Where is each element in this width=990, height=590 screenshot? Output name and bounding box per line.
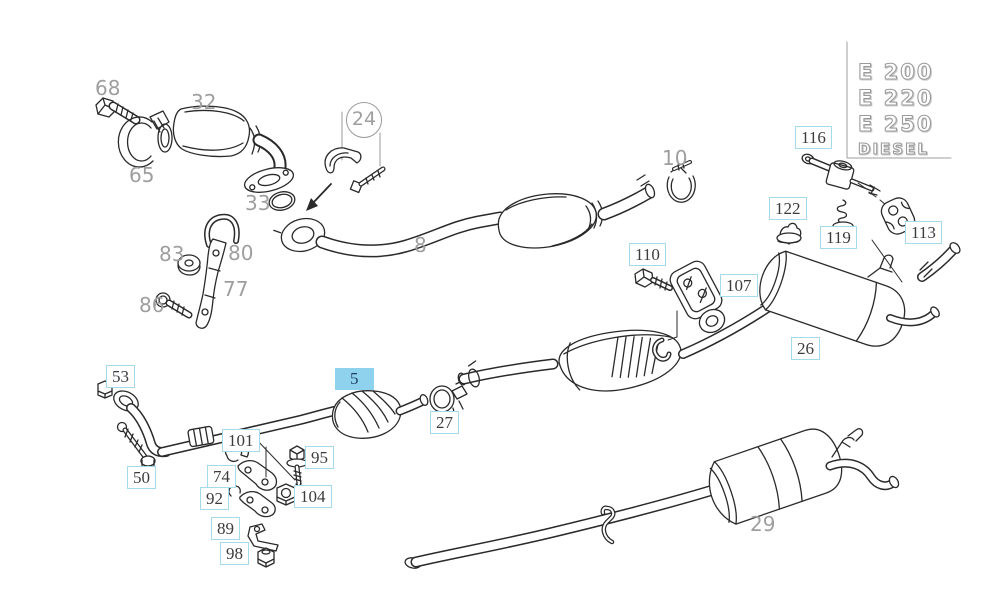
callout-116[interactable]: 116 <box>795 126 832 149</box>
part-83-washer-mount <box>177 254 201 276</box>
part-95-bolt <box>286 445 308 489</box>
callout-68: 68 <box>95 76 121 100</box>
callout-10: 10 <box>662 146 688 170</box>
callout-122[interactable]: 122 <box>769 197 807 220</box>
badge-panel-frame <box>846 41 952 159</box>
part-26-rear-muffler <box>759 239 961 347</box>
part-5-catalytic-converter <box>331 390 429 439</box>
callout-32: 32 <box>191 90 217 114</box>
callout-89[interactable]: 89 <box>211 517 240 540</box>
callout-104[interactable]: 104 <box>294 485 332 508</box>
callout-24: 24 <box>346 102 382 138</box>
badge-e250: E 250 <box>858 112 934 136</box>
part-8-front-pipe <box>273 174 656 258</box>
callout-27[interactable]: 27 <box>430 411 459 434</box>
callout-24-clamp-kit <box>306 111 386 211</box>
callout-113[interactable]: 113 <box>905 221 942 244</box>
callout-83: 83 <box>159 242 185 266</box>
callout-33: 33 <box>245 191 271 215</box>
callout-29: 29 <box>750 512 776 536</box>
part-98-nut <box>257 547 275 568</box>
model-badges: E 200 E 220 E 250 DIESEL <box>857 59 934 158</box>
badge-diesel: DIESEL <box>858 140 929 158</box>
callout-101[interactable]: 101 <box>222 429 260 452</box>
part-122-grommet <box>776 222 802 245</box>
callout-8: 8 <box>414 233 427 257</box>
badge-e200: E 200 <box>858 60 934 84</box>
part-center-muffler <box>457 300 777 392</box>
callout-65: 65 <box>129 163 155 187</box>
part-74-clamp-bracket <box>224 442 278 491</box>
part-33-seal-ring <box>268 191 296 211</box>
part-104-nut <box>276 483 296 506</box>
callout-92[interactable]: 92 <box>200 487 229 510</box>
part-92-bracket-arm <box>228 485 276 518</box>
part-68-bolt <box>95 97 141 125</box>
part-101-rubber-buffer <box>187 425 215 448</box>
leader-lines-95 <box>255 438 296 481</box>
callout-53[interactable]: 53 <box>106 365 135 388</box>
callout-98[interactable]: 98 <box>220 542 249 565</box>
callout-80: 80 <box>228 241 254 265</box>
callout-110[interactable]: 110 <box>629 243 666 266</box>
callout-95[interactable]: 95 <box>305 446 334 469</box>
part-110-bolt <box>634 268 673 291</box>
callout-5-selected[interactable]: 5 <box>335 368 374 390</box>
callout-86: 86 <box>139 293 165 317</box>
callout-107[interactable]: 107 <box>720 274 758 297</box>
callout-50[interactable]: 50 <box>127 466 156 489</box>
callout-26[interactable]: 26 <box>791 337 820 360</box>
part-89-bracket <box>247 523 279 552</box>
part-116-exhaust-bracket <box>801 153 887 206</box>
callout-74[interactable]: 74 <box>207 465 236 488</box>
part-27-clamp <box>429 379 468 417</box>
part-29-rear-silencer <box>404 428 900 569</box>
part-107-mounting-bracket <box>669 260 726 334</box>
part-77-support-strap <box>195 238 227 329</box>
part-32-front-catalytic-converter <box>157 105 295 193</box>
callout-77: 77 <box>223 277 249 301</box>
callout-119[interactable]: 119 <box>820 226 857 249</box>
part-10-clamp <box>666 160 696 203</box>
part-80-u-hook <box>204 213 240 248</box>
badge-e220: E 220 <box>858 86 934 110</box>
part-86-bolt <box>155 292 193 319</box>
